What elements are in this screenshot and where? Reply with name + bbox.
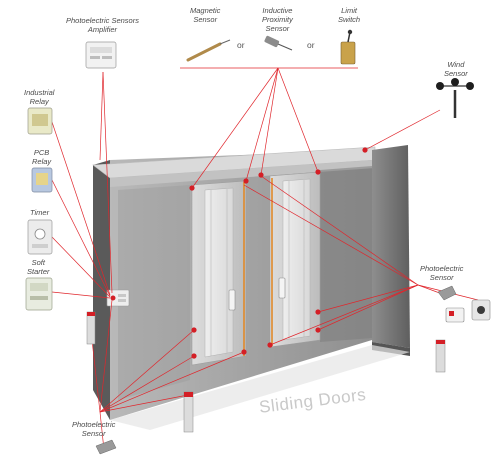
label-photoelectric-sensor-bottom: Photoelectric Sensor <box>72 420 116 438</box>
label-timer: Timer <box>30 208 50 217</box>
dot <box>241 349 247 355</box>
wall-left-edge <box>93 160 110 420</box>
label-magnetic-sensor: Magnetic Sensor <box>190 6 221 24</box>
right-door-handle <box>278 277 286 299</box>
right-door-glass <box>282 178 311 341</box>
timer-icon <box>27 219 53 255</box>
wall-recess-right <box>320 166 372 342</box>
dot <box>362 147 368 153</box>
connector-lines <box>51 67 479 451</box>
photoelectric-sensor-bottom-icons <box>86 311 194 455</box>
photo-amplifier-icon <box>85 41 117 69</box>
label-soft-starter: Soft Starter <box>27 258 50 276</box>
dot <box>267 342 273 348</box>
label-limit-switch: Limit Switch <box>338 6 361 24</box>
photoelectric-sensor-right-icons <box>435 285 491 373</box>
header-beam-underside <box>110 160 375 187</box>
or-connector-1: or <box>237 40 245 50</box>
dot <box>191 327 197 333</box>
or-connector-2: or <box>307 40 315 50</box>
dot <box>258 172 264 178</box>
left-door <box>191 180 247 366</box>
dot <box>315 309 321 315</box>
label-pcb-relay: PCB Relay <box>32 148 52 166</box>
pcb-relay-icon <box>31 167 53 193</box>
dot <box>243 178 249 184</box>
soft-starter-icon <box>25 277 53 311</box>
label-photoelectric-sensor-right: Photoelectric Sensor <box>420 264 464 282</box>
wind-sensor-icon <box>436 78 474 118</box>
limit-switch-icon <box>340 29 356 65</box>
left-door-handle <box>228 289 236 311</box>
label-wind-sensor: Wind Sensor <box>444 60 468 78</box>
control-box <box>106 289 130 307</box>
industrial-relay-icon <box>27 107 53 135</box>
wall-recess-left <box>118 185 190 400</box>
dot <box>315 169 321 175</box>
magnetic-sensor-icon <box>186 39 231 62</box>
right-door <box>269 171 321 348</box>
label-industrial-relay: Industrial Relay <box>24 88 55 106</box>
dot <box>191 353 197 359</box>
label-photoelectric-sensors-amplifier: Photoelectric Sensors Amplifier <box>66 16 139 34</box>
dot <box>189 185 195 191</box>
left-door-glass <box>204 187 234 358</box>
inductive-sensor-icon <box>264 35 293 51</box>
connection-dots <box>189 147 368 359</box>
label-inductive-proximity-sensor: Inductive Proximity Sensor <box>262 6 293 33</box>
wall-right-pillar <box>372 145 410 348</box>
dot <box>315 327 321 333</box>
